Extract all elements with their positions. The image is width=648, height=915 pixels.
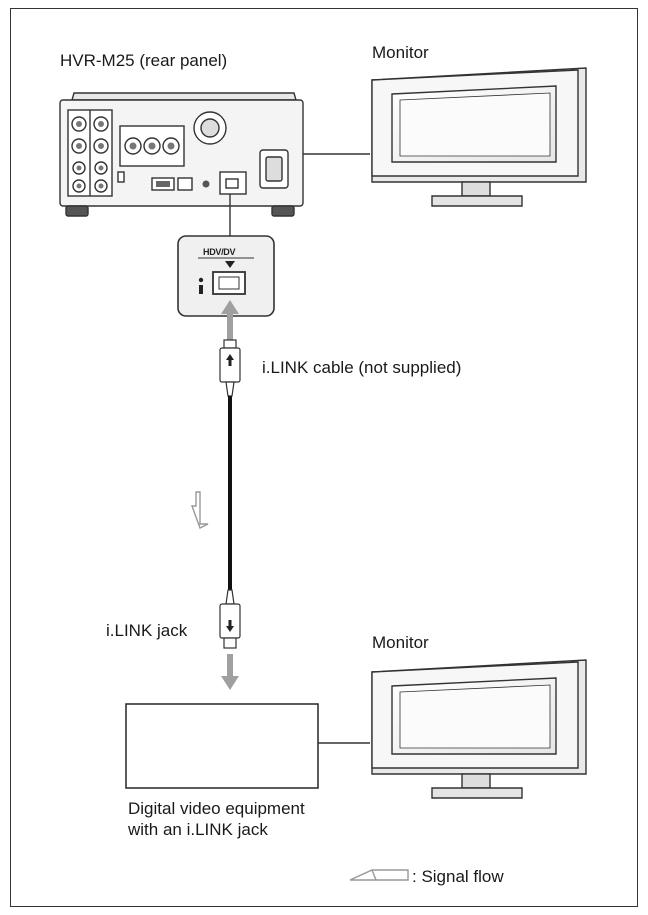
ilink-cable (219, 339, 241, 649)
legend-signal-flow-label: : Signal flow (412, 867, 504, 886)
diagram-frame (10, 8, 638, 907)
cable-label: i.LINK cable (not supplied) (262, 358, 462, 377)
monitor-top-illustration (371, 67, 587, 207)
equipment-label: Digital video equipment with an i.LINK j… (128, 799, 305, 839)
hdv-dv-port-callout (177, 235, 275, 317)
monitor-top-label: Monitor (372, 43, 429, 62)
hvr-m25-rear-panel (59, 92, 304, 217)
monitor-bottom-label: Monitor (372, 633, 429, 652)
ilink-logo-icon (198, 277, 204, 294)
device-label: HVR-M25 (rear panel) (60, 51, 228, 70)
signal-arrow-up (221, 300, 239, 342)
jack-label: i.LINK jack (106, 621, 188, 640)
signal-arrow-down (221, 654, 239, 690)
monitor-bottom-illustration (371, 659, 587, 799)
port-label: HDV/DV (203, 247, 236, 257)
hollow-arrow-down-icon (191, 491, 209, 529)
digital-video-equipment-box (125, 703, 319, 789)
hollow-arrow-left-icon (349, 869, 409, 881)
